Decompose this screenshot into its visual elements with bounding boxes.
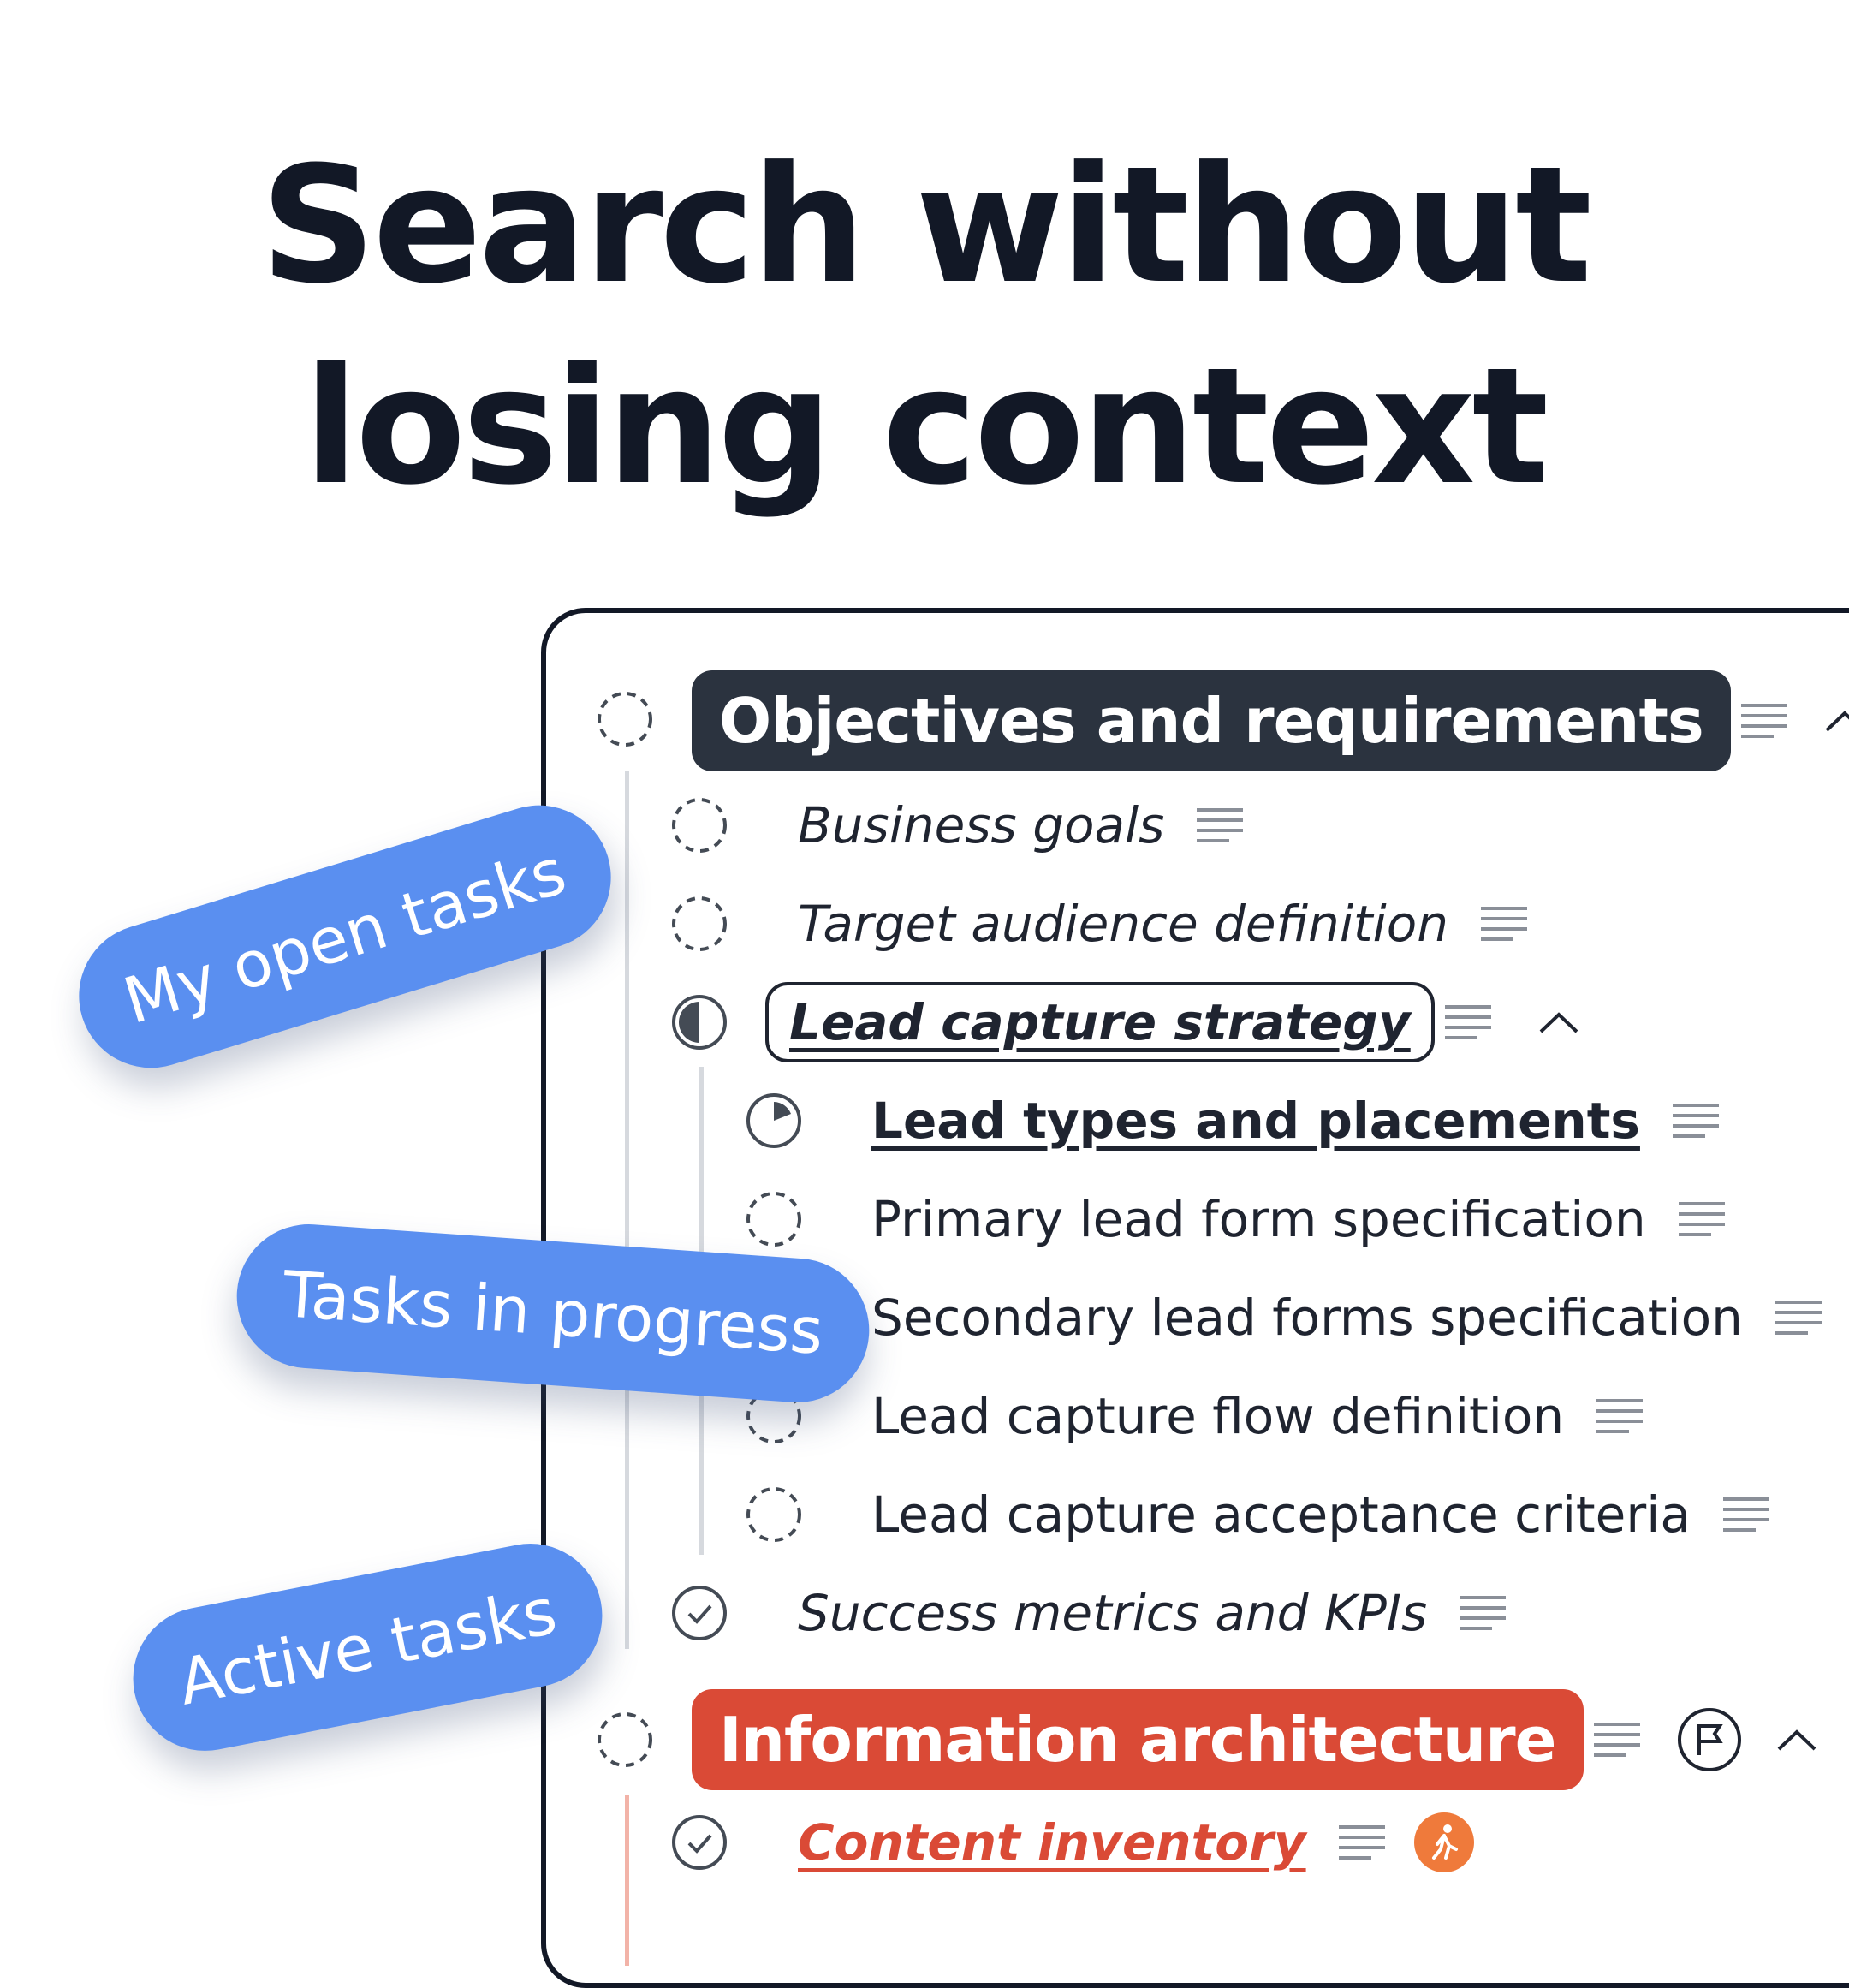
task-title[interactable]: Success metrics and KPIs <box>798 1584 1428 1642</box>
task-title[interactable]: Secondary lead forms specification <box>871 1289 1743 1347</box>
notes-lines-icon[interactable] <box>1479 905 1531 943</box>
dashed-circle-icon[interactable] <box>669 893 730 955</box>
dashed-circle-icon[interactable] <box>594 1709 656 1771</box>
notes-lines-icon[interactable] <box>1337 1824 1388 1861</box>
task-row-content-inventory[interactable]: Content inventory <box>798 1800 1474 1885</box>
check-circle-icon[interactable] <box>669 1812 730 1873</box>
task-title[interactable]: Target audience definition <box>798 895 1449 953</box>
section-title-objectives[interactable]: Objectives and requirements <box>692 670 1731 771</box>
task-title[interactable]: Content inventory <box>798 1813 1306 1872</box>
task-title[interactable]: Lead capture flow definition <box>871 1387 1565 1445</box>
task-row-flow-definition[interactable]: Lead capture flow definition <box>871 1373 1646 1459</box>
notes-lines-icon[interactable] <box>1671 1102 1722 1140</box>
chevron-up-icon[interactable] <box>1775 1727 1818 1753</box>
task-row-lead-capture[interactable]: Lead capture strategy <box>765 979 1580 1065</box>
dashed-circle-icon[interactable] <box>743 1385 805 1447</box>
dashed-circle-icon[interactable] <box>669 795 730 856</box>
task-row-secondary-forms[interactable]: Secondary lead forms specification <box>871 1275 1825 1360</box>
notes-lines-icon[interactable] <box>1677 1200 1728 1238</box>
dashed-circle-icon[interactable] <box>743 1484 805 1545</box>
task-title[interactable]: Lead types and placements <box>871 1092 1640 1150</box>
task-row-business-goals[interactable]: Business goals <box>798 783 1246 868</box>
notes-lines-icon[interactable] <box>1458 1594 1509 1632</box>
notes-lines-icon[interactable] <box>1721 1496 1773 1533</box>
notes-lines-icon[interactable] <box>1595 1397 1646 1435</box>
task-title[interactable]: Primary lead form specification <box>871 1190 1646 1248</box>
headline-line-1: Search without <box>260 132 1592 319</box>
notes-lines-icon[interactable] <box>1774 1299 1825 1336</box>
task-title-highlight[interactable]: Lead capture strategy <box>765 982 1435 1062</box>
notes-lines-icon[interactable] <box>1443 1003 1495 1041</box>
flag-icon[interactable] <box>1677 1708 1741 1771</box>
task-row-lead-types[interactable]: Lead types and placements <box>871 1078 1722 1164</box>
half-circle-icon[interactable] <box>669 991 730 1053</box>
section-row-objectives[interactable]: Objectives and requirements <box>692 670 1849 772</box>
task-title[interactable]: Lead capture acceptance criteria <box>871 1485 1691 1544</box>
dashed-circle-icon[interactable] <box>594 688 656 750</box>
section-row-information-architecture[interactable]: Information architecture <box>692 1688 1818 1791</box>
notes-lines-icon[interactable] <box>1592 1721 1644 1759</box>
notes-lines-icon[interactable] <box>1739 702 1791 740</box>
running-person-icon <box>1413 1812 1474 1872</box>
task-title[interactable]: Lead capture strategy <box>789 993 1411 1051</box>
task-tree-panel: Objectives and requirements Business goa… <box>541 608 1849 1988</box>
task-row-acceptance-criteria[interactable]: Lead capture acceptance criteria <box>871 1472 1773 1557</box>
chevron-up-icon[interactable] <box>1823 708 1849 734</box>
tree-connector <box>625 1795 629 1966</box>
tree-connector <box>625 771 629 1649</box>
task-row-target-audience[interactable]: Target audience definition <box>798 881 1531 967</box>
task-title[interactable]: Business goals <box>798 796 1165 854</box>
headline-line-2: losing context <box>303 333 1549 521</box>
check-circle-icon[interactable] <box>669 1582 730 1644</box>
chevron-up-icon[interactable] <box>1537 1009 1580 1035</box>
task-row-primary-form[interactable]: Primary lead form specification <box>871 1176 1728 1262</box>
section-title-information-architecture[interactable]: Information architecture <box>692 1689 1584 1790</box>
quarter-pie-icon[interactable] <box>743 1090 805 1152</box>
notes-lines-icon[interactable] <box>1195 807 1246 844</box>
task-row-success-metrics[interactable]: Success metrics and KPIs <box>798 1570 1509 1656</box>
dashed-circle-icon[interactable] <box>743 1188 805 1250</box>
